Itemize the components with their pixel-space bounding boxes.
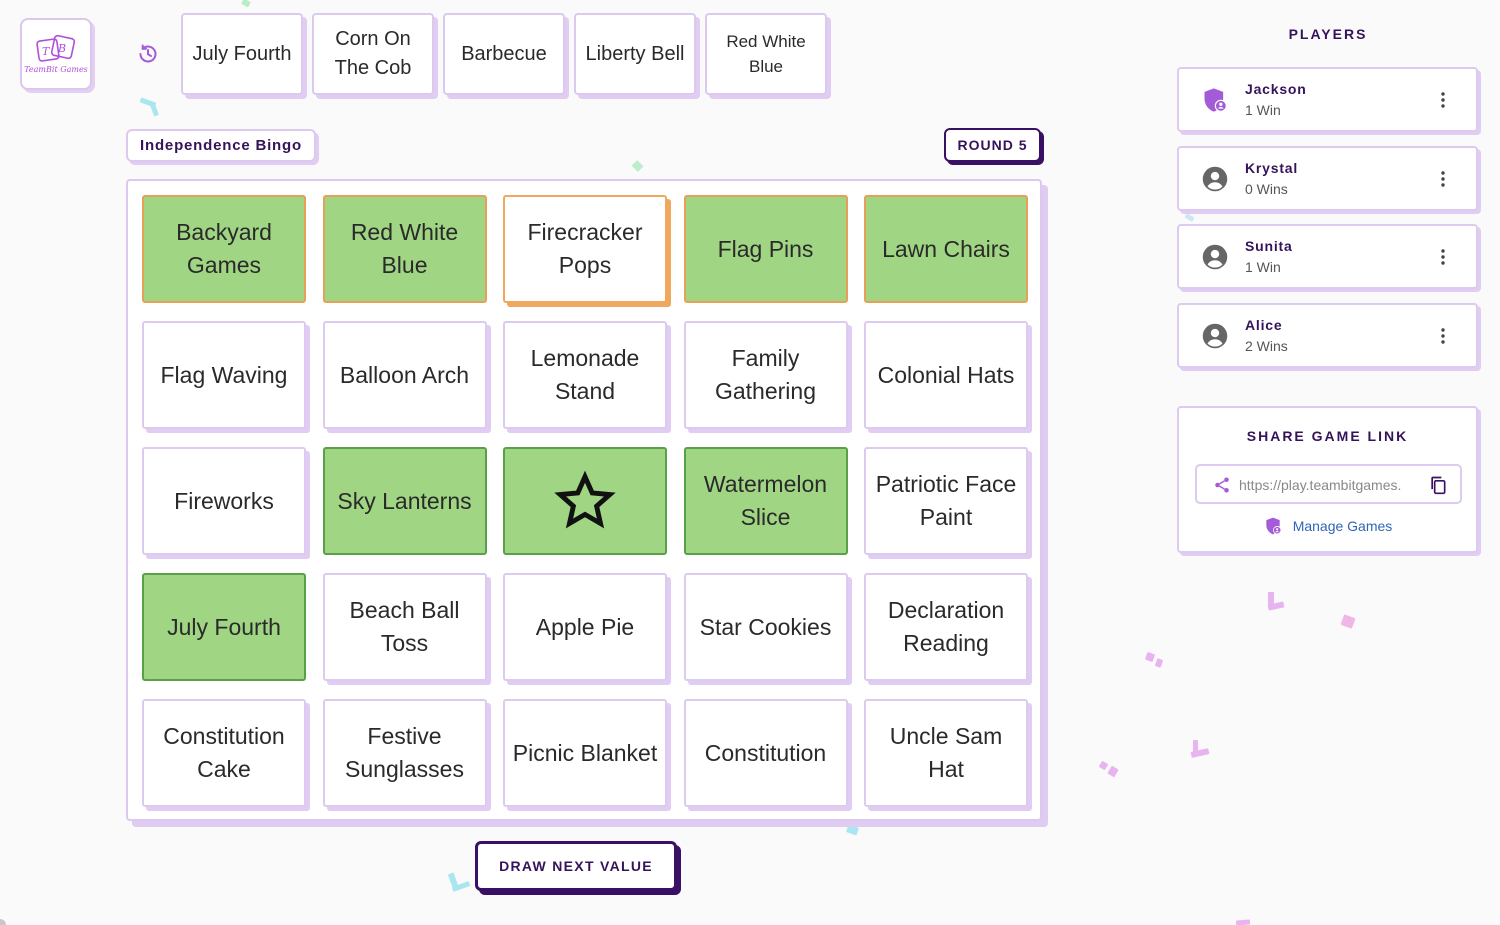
player-name: Alice bbox=[1245, 317, 1283, 333]
bingo-cell[interactable]: Flag Pins bbox=[683, 195, 848, 303]
players-heading: PLAYERS bbox=[1288, 26, 1368, 42]
bingo-cell[interactable]: Fireworks bbox=[142, 447, 306, 555]
bingo-cell[interactable]: Picnic Blanket bbox=[503, 699, 667, 807]
player-card: Sunita 1 Win bbox=[1177, 224, 1478, 289]
player-wins: 2 Wins bbox=[1245, 338, 1288, 354]
drawn-values-list: July Fourth Corn On The Cob Barbecue Lib… bbox=[181, 13, 827, 95]
confetti-piece bbox=[845, 824, 860, 836]
bingo-cell[interactable]: Lawn Chairs bbox=[864, 195, 1028, 303]
player-card: Jackson 1 Win bbox=[1177, 67, 1478, 132]
admin-shield-icon bbox=[1266, 517, 1282, 535]
player-name: Jackson bbox=[1245, 81, 1307, 97]
bingo-cell[interactable]: Star Cookies bbox=[683, 573, 848, 681]
bingo-cell[interactable]: Constitution Cake bbox=[142, 699, 306, 807]
round-badge: ROUND 5 bbox=[944, 128, 1041, 162]
bingo-cell[interactable]: Uncle Sam Hat bbox=[864, 699, 1028, 807]
bingo-cell-free-space[interactable] bbox=[503, 447, 667, 555]
confetti-piece bbox=[1144, 651, 1156, 663]
draw-next-value-button[interactable]: DRAW NEXT VALUE bbox=[475, 841, 677, 891]
more-vert-icon[interactable] bbox=[1440, 170, 1446, 188]
drawn-value-card: Corn On The Cob bbox=[312, 13, 434, 95]
dice-logo-icon: T B bbox=[36, 34, 76, 62]
confetti-piece bbox=[631, 159, 644, 173]
more-vert-icon[interactable] bbox=[1440, 248, 1446, 266]
confetti-piece bbox=[241, 0, 251, 8]
player-wins: 1 Win bbox=[1245, 259, 1281, 275]
bingo-cell[interactable]: Constitution bbox=[683, 699, 848, 807]
bingo-cell[interactable]: Firecracker Pops bbox=[503, 195, 667, 303]
confetti-piece bbox=[1340, 614, 1356, 629]
drawn-value-card: Barbecue bbox=[443, 13, 565, 95]
bingo-cell[interactable]: Apple Pie bbox=[503, 573, 667, 681]
bingo-cell[interactable]: Lemonade Stand bbox=[503, 321, 667, 429]
share-game-link-panel: SHARE GAME LINK https://play.teambitgame… bbox=[1177, 406, 1478, 553]
star-icon bbox=[554, 470, 616, 529]
confetti-piece bbox=[1235, 919, 1251, 925]
logo-text: TeamBit Games bbox=[24, 65, 88, 74]
share-heading: SHARE GAME LINK bbox=[1246, 428, 1409, 444]
bingo-cell[interactable]: Watermelon Slice bbox=[683, 447, 848, 555]
bingo-cell[interactable]: Balloon Arch bbox=[322, 321, 487, 429]
svg-text:B: B bbox=[57, 42, 66, 55]
confetti-piece bbox=[1268, 592, 1274, 606]
confetti-piece bbox=[1098, 760, 1109, 771]
bingo-cell[interactable]: Patriotic Face Paint bbox=[864, 447, 1028, 555]
bingo-cell[interactable]: Backyard Games bbox=[142, 195, 306, 303]
player-wins: 0 Wins bbox=[1245, 181, 1288, 197]
svg-text:T: T bbox=[42, 45, 51, 58]
more-vert-icon[interactable] bbox=[1440, 91, 1446, 109]
admin-shield-icon bbox=[1204, 88, 1227, 112]
history-icon[interactable] bbox=[136, 42, 160, 66]
teambit-logo[interactable]: T B TeamBit Games bbox=[20, 18, 92, 90]
confetti-piece bbox=[1184, 213, 1195, 222]
bingo-cell[interactable]: Red White Blue bbox=[322, 195, 487, 303]
manage-games-text: Manage Games bbox=[1292, 518, 1393, 534]
confetti-piece bbox=[1107, 765, 1119, 778]
confetti-piece bbox=[1193, 740, 1198, 754]
player-card: Krystal 0 Wins bbox=[1177, 146, 1478, 211]
manage-games-link[interactable]: Manage Games bbox=[1179, 516, 1476, 536]
confetti-piece bbox=[150, 103, 159, 117]
user-avatar-icon bbox=[1202, 166, 1228, 192]
share-icon bbox=[1215, 477, 1229, 493]
game-title: Independence Bingo bbox=[126, 129, 316, 162]
user-avatar-icon bbox=[1202, 244, 1228, 270]
drawn-value-card: Liberty Bell bbox=[574, 13, 696, 95]
bingo-cell[interactable]: Colonial Hats bbox=[864, 321, 1028, 429]
copy-icon[interactable] bbox=[1428, 475, 1448, 495]
player-name: Sunita bbox=[1245, 238, 1293, 254]
user-avatar-icon bbox=[1202, 323, 1228, 349]
player-name: Krystal bbox=[1245, 160, 1299, 176]
confetti-piece bbox=[1154, 658, 1164, 668]
bingo-cell[interactable]: Sky Lanterns bbox=[322, 447, 487, 555]
share-url-text: https://play.teambitgames. bbox=[1239, 477, 1402, 493]
share-link-field[interactable]: https://play.teambitgames. bbox=[1195, 464, 1462, 504]
player-card: Alice 2 Wins bbox=[1177, 303, 1478, 368]
bingo-cell[interactable]: Flag Waving bbox=[142, 321, 306, 429]
drawn-value-card: July Fourth bbox=[181, 13, 303, 95]
drawn-value-card: Red White Blue bbox=[705, 13, 827, 95]
bingo-cell[interactable]: Beach Ball Toss bbox=[322, 573, 487, 681]
more-vert-icon[interactable] bbox=[1440, 327, 1446, 345]
player-wins: 1 Win bbox=[1245, 102, 1281, 118]
bingo-cell[interactable]: Family Gathering bbox=[683, 321, 848, 429]
window-corner bbox=[0, 919, 6, 925]
bingo-cell[interactable]: Festive Sunglasses bbox=[322, 699, 487, 807]
bingo-cell[interactable]: Declaration Reading bbox=[864, 573, 1028, 681]
bingo-cell[interactable]: July Fourth bbox=[142, 573, 306, 681]
